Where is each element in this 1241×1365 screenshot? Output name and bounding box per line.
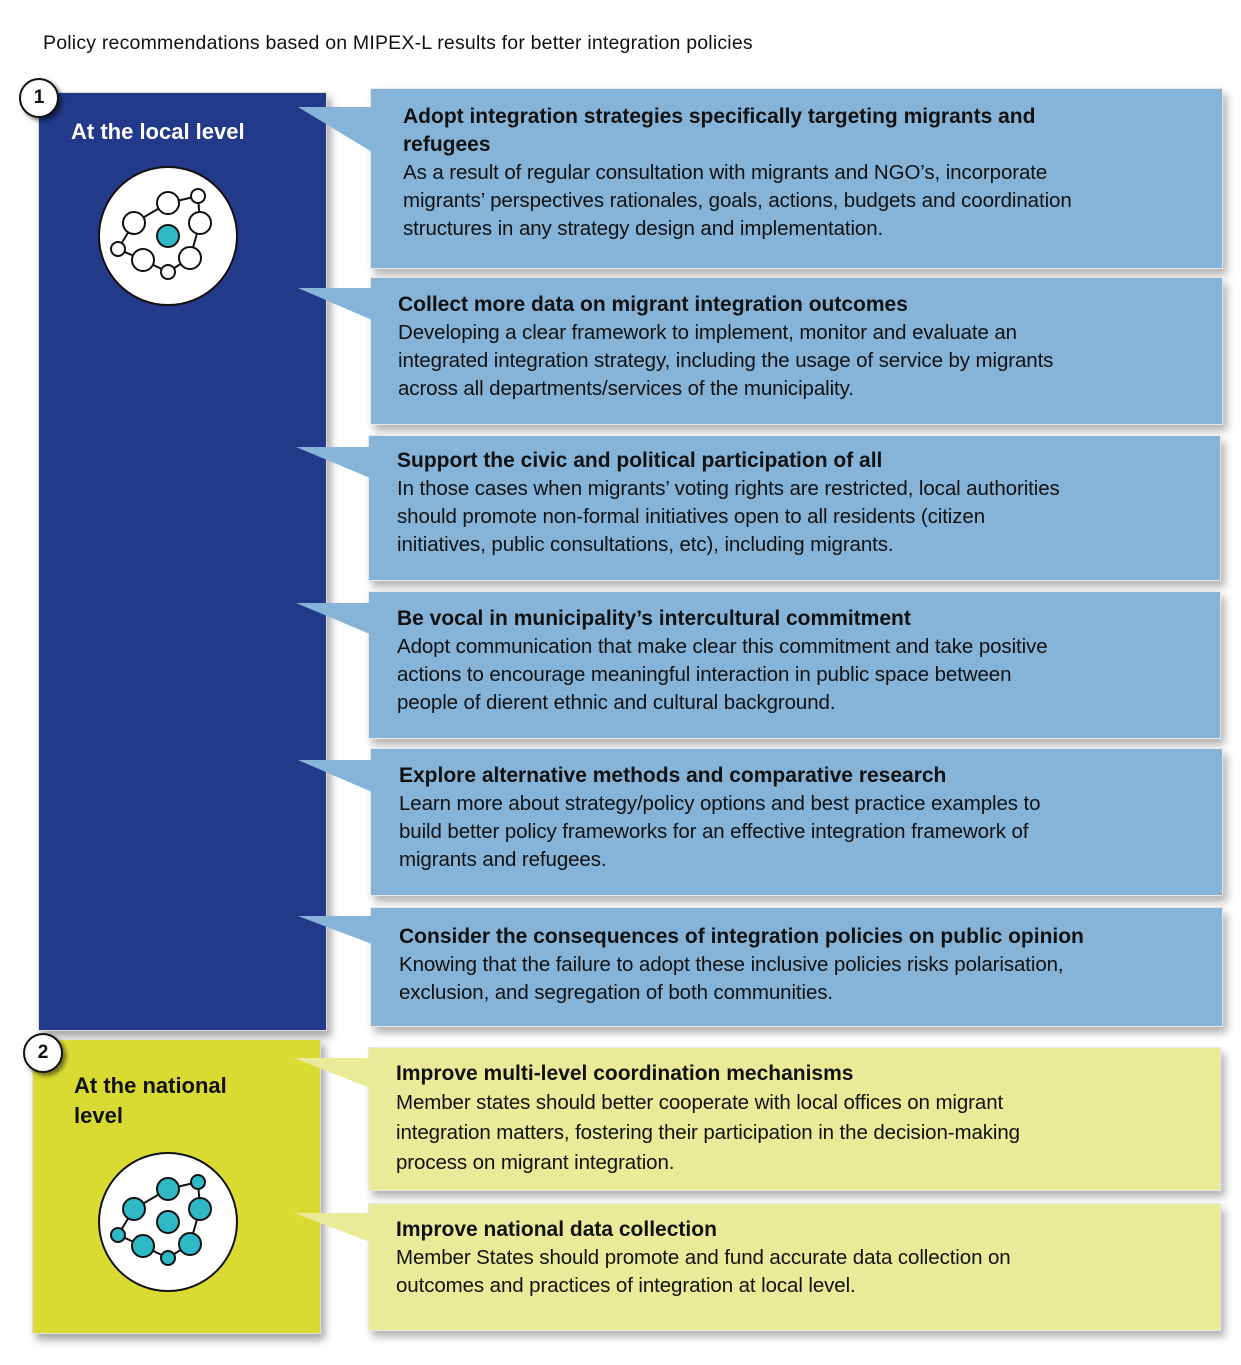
- recommendation-card: Explore alternative methods and comparat…: [370, 748, 1223, 896]
- recommendation-card: Improve multi-level coordination mechani…: [368, 1047, 1221, 1191]
- national-level-label: At the national level: [74, 1073, 227, 1128]
- card-body-line: initiatives, public consultations, etc),…: [397, 533, 894, 556]
- card-title: Support the civic and political particip…: [397, 449, 883, 472]
- card-body-line: outcomes and practices of integration at…: [396, 1274, 856, 1297]
- recommendation-card: Support the civic and political particip…: [368, 435, 1221, 581]
- card-body-line: Knowing that the failure to adopt these …: [399, 953, 1064, 976]
- card-body-line: build better policy frameworks for an ef…: [399, 820, 1029, 843]
- card-body-line: process on migrant integration.: [396, 1151, 675, 1174]
- step-badge-2: 2: [23, 1033, 63, 1073]
- card-body-line: structures in any strategy design and im…: [403, 217, 884, 240]
- step-badge-1: 1: [19, 78, 59, 118]
- card-body-line: integrated integration strategy, includi…: [398, 349, 1054, 372]
- card-body-line: integration matters, fostering their par…: [396, 1121, 1020, 1144]
- card-body-line: people of dierent ethnic and cultural ba…: [397, 691, 836, 714]
- card-title: Collect more data on migrant integration…: [398, 293, 908, 316]
- recommendation-card: Improve national data collection Member …: [368, 1203, 1221, 1331]
- recommendation-card: Collect more data on migrant integration…: [370, 277, 1223, 425]
- network-icon: [98, 166, 238, 306]
- card-body-line: Adopt communication that make clear this…: [397, 635, 1048, 658]
- local-level-label: At the local level: [71, 119, 245, 144]
- card-body-line: should promote non-formal initiatives op…: [397, 505, 986, 528]
- card-body-line: exclusion, and segregation of both commu…: [399, 981, 834, 1004]
- local-level-panel: At the local level: [38, 92, 327, 1031]
- card-body-line: In those cases when migrants’ voting rig…: [397, 477, 1060, 500]
- card-title: Adopt integration strategies specificall…: [403, 105, 1036, 128]
- card-body-line: Member States should promote and fund ac…: [396, 1246, 1011, 1269]
- card-body-line: Developing a clear framework to implemen…: [398, 321, 1017, 344]
- recommendation-card: Consider the consequences of integration…: [370, 907, 1223, 1027]
- card-body-line: actions to encourage meaningful interact…: [397, 663, 1012, 686]
- card-title: refugees: [403, 133, 491, 156]
- card-title: Be vocal in municipality’s intercultural…: [397, 607, 911, 630]
- page-title: Policy recommendations based on MIPEX-L …: [43, 32, 753, 54]
- card-body-line: Member states should better cooperate wi…: [396, 1091, 1004, 1114]
- national-level-panel: At the national level: [32, 1039, 321, 1334]
- card-body-line: Learn more about strategy/policy options…: [399, 792, 1041, 815]
- card-title: Improve national data collection: [396, 1218, 717, 1241]
- card-body-line: migrants and refugees.: [399, 848, 607, 871]
- card-title: Consider the consequences of integration…: [399, 925, 1084, 948]
- card-title: Explore alternative methods and comparat…: [399, 764, 947, 787]
- card-body-line: migrants’ perspectives rationales, goals…: [403, 189, 1072, 212]
- card-body-line: As a result of regular consultation with…: [403, 161, 1048, 184]
- network-filled-icon: [98, 1152, 238, 1292]
- recommendation-card: Adopt integration strategies specificall…: [370, 88, 1223, 269]
- card-title: Improve multi-level coordination mechani…: [396, 1062, 854, 1085]
- recommendation-card: Be vocal in municipality’s intercultural…: [368, 591, 1221, 739]
- card-body-line: across all departments/services of the m…: [398, 377, 854, 400]
